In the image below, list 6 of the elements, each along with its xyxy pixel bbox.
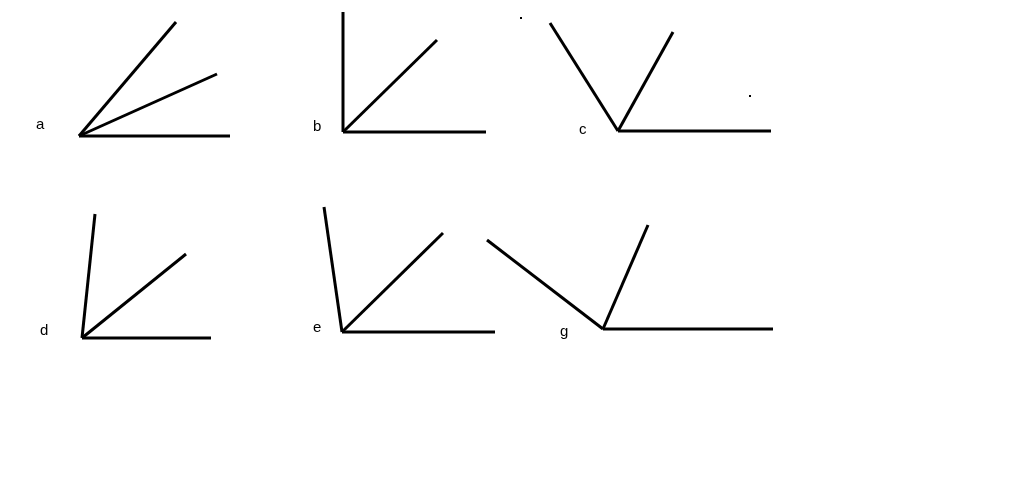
angle-label: e <box>313 319 322 334</box>
angle-label: b <box>313 118 322 133</box>
angle-label: c <box>579 121 587 136</box>
angle-label: a <box>36 116 45 131</box>
angle-label: g <box>560 323 569 338</box>
angle-label: d <box>40 322 49 337</box>
